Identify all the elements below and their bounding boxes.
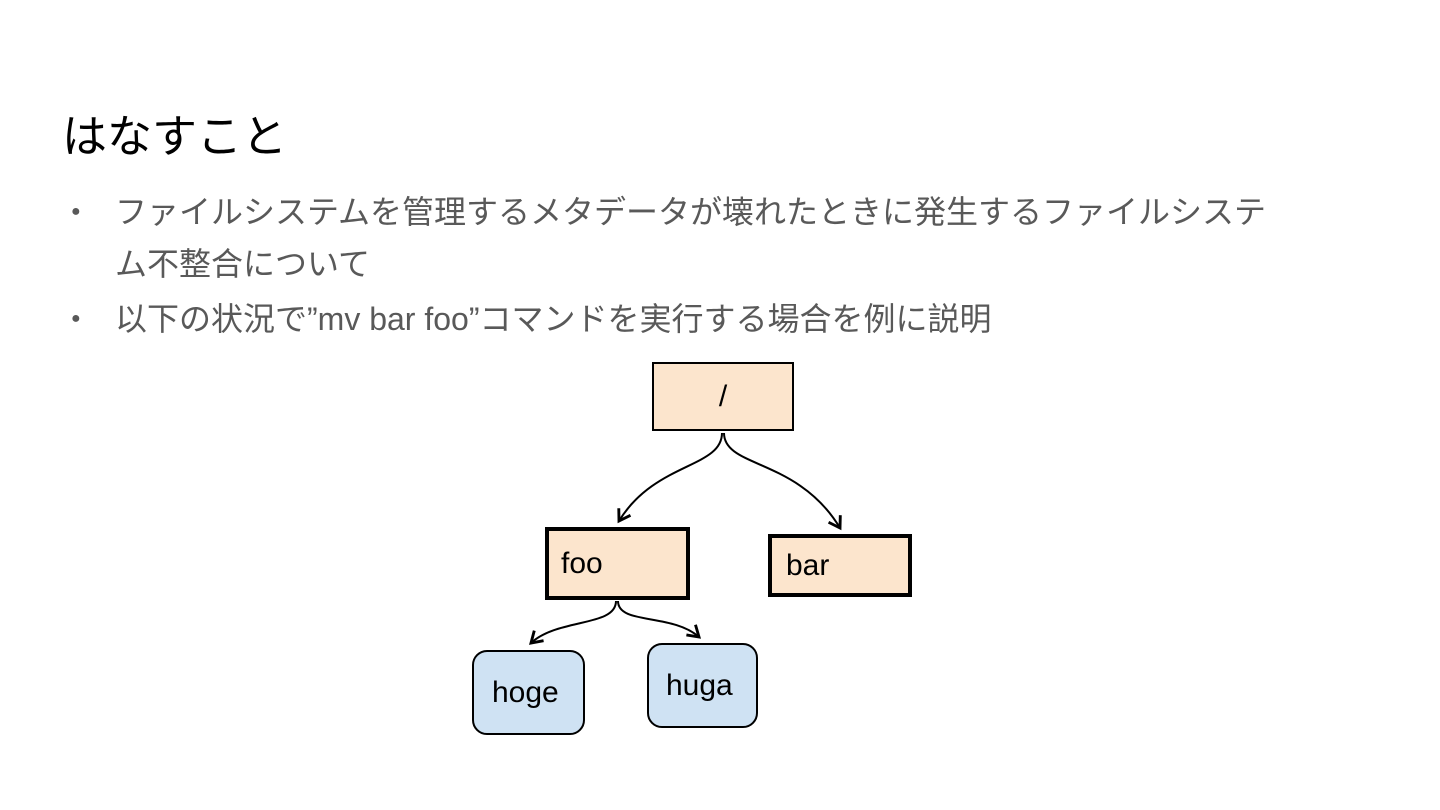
tree-node-hoge: hoge: [472, 650, 585, 735]
bullet-item: 以下の状況で”mv bar foo”コマンドを実行する場合を例に説明: [63, 293, 1291, 345]
edge-foo-huga: [617, 600, 702, 639]
tree-node-root: /: [652, 362, 794, 431]
tree-node-bar: bar: [768, 534, 912, 597]
edge-root-bar: [723, 432, 842, 531]
edge-root-foo: [617, 432, 723, 524]
tree-node-foo: foo: [545, 527, 690, 600]
bullet-item: ファイルシステムを管理するメタデータが壊れたときに発生するファイルシステム不整合…: [63, 186, 1291, 290]
edge-foo-hoge: [529, 600, 617, 645]
bullet-list: ファイルシステムを管理するメタデータが壊れたときに発生するファイルシステム不整合…: [63, 186, 1291, 348]
tree-node-huga: huga: [647, 643, 758, 728]
slide-title: はなすこと: [62, 111, 288, 163]
